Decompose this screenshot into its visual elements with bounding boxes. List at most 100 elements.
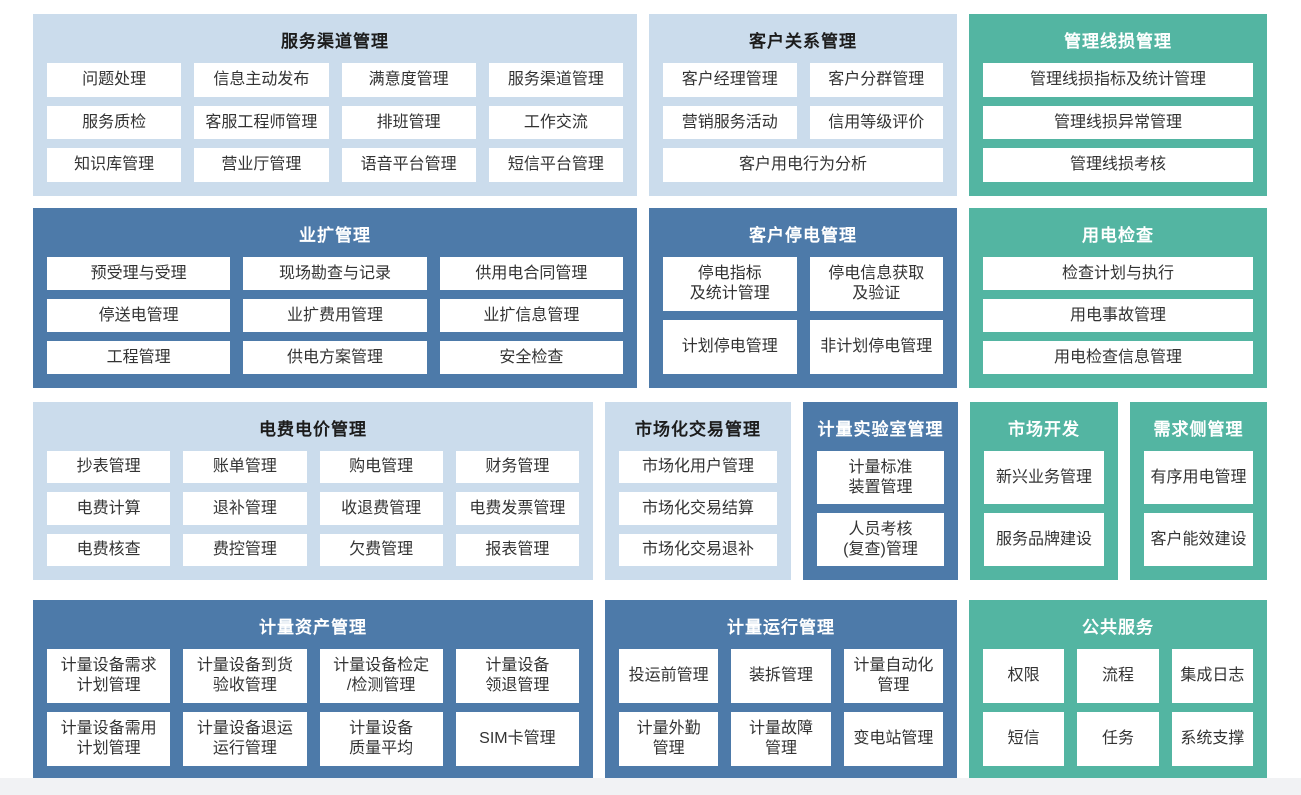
block-tariff-billing-mgmt: 电费电价管理 抄表管理 账单管理 购电管理 财务管理 电费计算 退补管理 收退费… <box>33 402 593 580</box>
module-item: 收退费管理 <box>319 492 443 525</box>
module-item: 信息主动发布 <box>194 63 329 97</box>
block-items: 管理线损指标及统计管理 管理线损异常管理 管理线损考核 <box>969 61 1267 196</box>
module-item: 营业厅管理 <box>194 148 329 182</box>
module-item: 客服工程师管理 <box>194 105 329 140</box>
block-metering-asset-mgmt: 计量资产管理 计量设备需求 计划管理 计量设备到货 验收管理 计量设备检定 /检… <box>33 600 593 780</box>
bottom-gray-strip <box>0 778 1301 795</box>
block-items: 权限 流程 集成日志 短信 任务 系统支撑 <box>969 647 1267 780</box>
module-item: 新兴业务管理 <box>984 451 1104 504</box>
block-metering-operation-mgmt: 计量运行管理 投运前管理 装拆管理 计量自动化 管理 计量外勤 管理 计量故障 … <box>605 600 957 780</box>
block-items: 有序用电管理 客户能效建设 <box>1130 449 1267 580</box>
module-item: 安全检查 <box>439 341 623 374</box>
block-items: 计量标准 装置管理 人员考核 (复查)管理 <box>803 449 958 580</box>
module-item: 营销服务活动 <box>663 105 797 140</box>
module-item: 权限 <box>983 649 1065 703</box>
module-row-2: 业扩管理 预受理与受理 现场勘查与记录 供用电合同管理 停送电管理 业扩费用管理… <box>33 208 1301 388</box>
block-public-services: 公共服务 权限 流程 集成日志 短信 任务 系统支撑 <box>969 600 1267 780</box>
module-item: 计量设备需用 计划管理 <box>47 712 171 766</box>
module-item: 有序用电管理 <box>1144 451 1253 504</box>
block-title: 业扩管理 <box>299 226 371 245</box>
module-item: 业扩费用管理 <box>243 299 427 332</box>
module-row-3: 电费电价管理 抄表管理 账单管理 购电管理 财务管理 电费计算 退补管理 收退费… <box>33 402 1301 580</box>
module-item: 系统支撑 <box>1171 712 1253 766</box>
block-items: 停电指标 及统计管理 停电信息获取 及验证 计划停电管理 非计划停电管理 <box>649 255 957 388</box>
module-item: 问题处理 <box>47 63 182 97</box>
block-title: 服务渠道管理 <box>281 32 389 51</box>
module-item: 计量设备 质量平均 <box>319 712 443 766</box>
module-item: 预受理与受理 <box>47 257 231 290</box>
module-item: 计量设备 领退管理 <box>455 649 579 703</box>
block-customer-outage-mgmt: 客户停电管理 停电指标 及统计管理 停电信息获取 及验证 计划停电管理 非计划停… <box>649 208 957 388</box>
module-item: 用电事故管理 <box>983 299 1253 332</box>
module-item: 知识库管理 <box>47 148 182 182</box>
block-demand-side-mgmt: 需求侧管理 有序用电管理 客户能效建设 <box>1130 402 1267 580</box>
module-item: 电费计算 <box>47 492 171 525</box>
module-item: 费控管理 <box>183 533 307 566</box>
module-item: 计量标准 装置管理 <box>817 451 944 504</box>
module-item: 检查计划与执行 <box>983 257 1253 290</box>
module-item: 计量设备到货 验收管理 <box>183 649 307 703</box>
module-item: 非计划停电管理 <box>809 320 943 374</box>
module-item: 计量设备退运 运行管理 <box>183 712 307 766</box>
module-item: 现场勘查与记录 <box>243 257 427 290</box>
module-item: 工作交流 <box>488 105 623 140</box>
module-item: 计量自动化 管理 <box>843 649 943 703</box>
block-items: 问题处理 信息主动发布 满意度管理 服务渠道管理 服务质检 客服工程师管理 排班… <box>33 61 637 196</box>
module-item: 计量设备需求 计划管理 <box>47 649 171 703</box>
module-item: 短信平台管理 <box>488 148 623 182</box>
module-item: 变电站管理 <box>843 712 943 766</box>
module-item: 服务渠道管理 <box>488 63 623 97</box>
module-item: 满意度管理 <box>341 63 476 97</box>
module-item: 信用等级评价 <box>809 105 943 140</box>
module-item: 任务 <box>1077 712 1159 766</box>
module-item: 退补管理 <box>183 492 307 525</box>
block-title: 客户停电管理 <box>749 226 857 245</box>
module-item: SIM卡管理 <box>455 712 579 766</box>
module-item: 账单管理 <box>183 451 307 484</box>
block-title: 计量运行管理 <box>727 618 835 637</box>
module-item: 短信 <box>983 712 1065 766</box>
module-row-4: 计量资产管理 计量设备需求 计划管理 计量设备到货 验收管理 计量设备检定 /检… <box>33 600 1301 780</box>
block-items: 检查计划与执行 用电事故管理 用电检查信息管理 <box>969 255 1267 388</box>
module-item: 市场化交易退补 <box>619 533 777 566</box>
block-title: 客户关系管理 <box>749 32 857 51</box>
module-item: 服务品牌建设 <box>984 513 1104 566</box>
module-item: 客户经理管理 <box>663 63 797 97</box>
block-title: 市场化交易管理 <box>635 420 761 439</box>
module-item: 报表管理 <box>455 533 579 566</box>
block-title: 计量实验室管理 <box>817 420 944 439</box>
module-item: 电费发票管理 <box>455 492 579 525</box>
module-item: 集成日志 <box>1171 649 1253 703</box>
module-item: 停电信息获取 及验证 <box>809 257 943 311</box>
module-item: 客户分群管理 <box>809 63 943 97</box>
module-item: 语音平台管理 <box>341 148 476 182</box>
module-item: 流程 <box>1077 649 1159 703</box>
block-market-trading-mgmt: 市场化交易管理 市场化用户管理 市场化交易结算 市场化交易退补 <box>605 402 791 580</box>
module-item: 计量设备检定 /检测管理 <box>319 649 443 703</box>
block-items: 客户经理管理 客户分群管理 营销服务活动 信用等级评价 客户用电行为分析 <box>649 61 957 196</box>
module-item: 业扩信息管理 <box>439 299 623 332</box>
block-items: 抄表管理 账单管理 购电管理 财务管理 电费计算 退补管理 收退费管理 电费发票… <box>33 449 593 580</box>
block-title: 计量资产管理 <box>259 618 367 637</box>
block-business-expansion-mgmt: 业扩管理 预受理与受理 现场勘查与记录 供用电合同管理 停送电管理 业扩费用管理… <box>33 208 637 388</box>
module-row-1: 服务渠道管理 问题处理 信息主动发布 满意度管理 服务渠道管理 服务质检 客服工… <box>33 14 1301 196</box>
block-title: 用电检查 <box>1082 226 1154 245</box>
module-item: 管理线损异常管理 <box>983 105 1253 140</box>
block-service-channel-mgmt: 服务渠道管理 问题处理 信息主动发布 满意度管理 服务渠道管理 服务质检 客服工… <box>33 14 637 196</box>
block-metering-lab-mgmt: 计量实验室管理 计量标准 装置管理 人员考核 (复查)管理 <box>803 402 958 580</box>
module-item: 购电管理 <box>319 451 443 484</box>
block-title: 电费电价管理 <box>259 420 367 439</box>
module-item: 电费核查 <box>47 533 171 566</box>
block-items: 市场化用户管理 市场化交易结算 市场化交易退补 <box>605 449 791 580</box>
block-electricity-inspection: 用电检查 检查计划与执行 用电事故管理 用电检查信息管理 <box>969 208 1267 388</box>
block-title: 公共服务 <box>1082 618 1154 637</box>
module-item: 管理线损考核 <box>983 148 1253 182</box>
block-title: 管理线损管理 <box>1064 32 1172 51</box>
module-item: 管理线损指标及统计管理 <box>983 63 1253 97</box>
module-item: 排班管理 <box>341 105 476 140</box>
module-item: 计量外勤 管理 <box>619 712 719 766</box>
module-item: 市场化交易结算 <box>619 492 777 525</box>
module-item: 投运前管理 <box>619 649 719 703</box>
module-item: 服务质检 <box>47 105 182 140</box>
